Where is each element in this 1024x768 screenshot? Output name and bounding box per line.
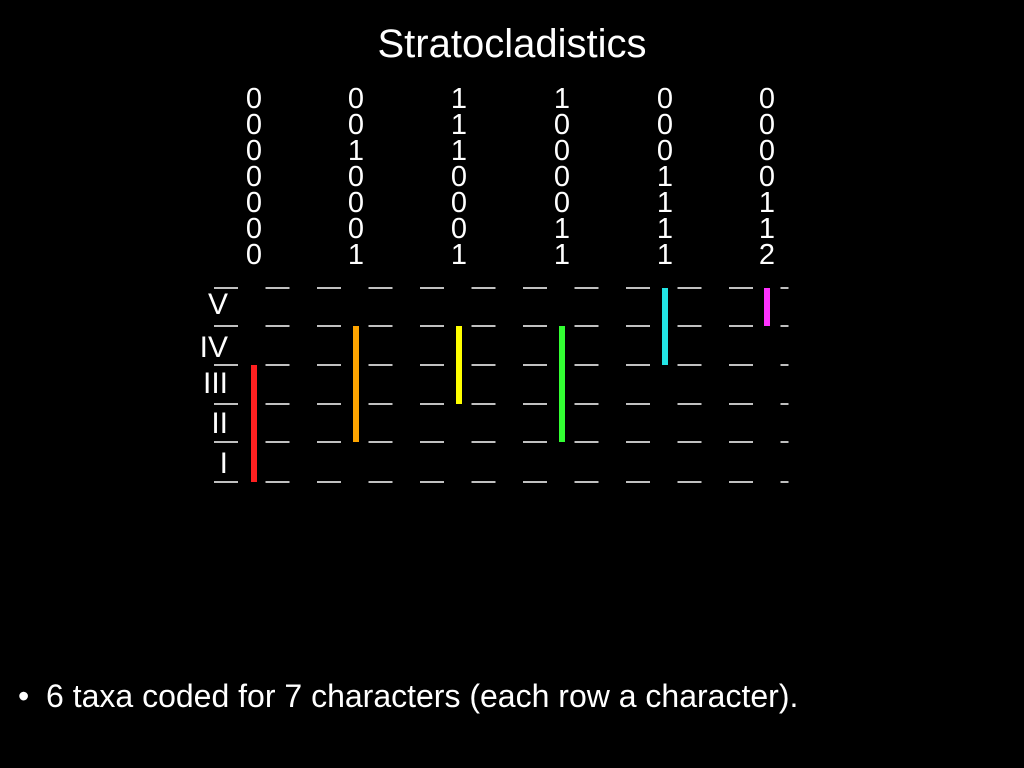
slide-title: Stratocladistics — [377, 22, 647, 66]
stratigraphic-level-label: I — [219, 447, 228, 480]
matrix-cell: 1 — [450, 239, 468, 271]
matrix-cell: 0 — [245, 161, 263, 193]
bullet-point: • 6 taxa coded for 7 characters (each row… — [18, 676, 798, 716]
matrix-cell: 0 — [758, 83, 776, 115]
matrix-cell: 1 — [656, 239, 674, 271]
matrix-cell: 1 — [347, 135, 365, 167]
matrix-cell: 0 — [245, 239, 263, 271]
stratigraphic-level-label: III — [202, 367, 228, 400]
stratigraphic-level-label: IV — [199, 331, 228, 364]
matrix-cell: 0 — [347, 109, 365, 141]
matrix-cell: 0 — [245, 213, 263, 245]
matrix-cell: 0 — [656, 83, 674, 115]
matrix-cell: 0 — [245, 135, 263, 167]
matrix-cell: 0 — [347, 161, 365, 193]
matrix-cell: 0 — [450, 161, 468, 193]
matrix-cell: 1 — [450, 109, 468, 141]
taxon-range-bar — [456, 326, 462, 404]
matrix-cell: 0 — [245, 109, 263, 141]
stratigraphic-level-label: II — [211, 407, 228, 440]
matrix-cell: 0 — [758, 109, 776, 141]
matrix-cell: 0 — [450, 187, 468, 219]
taxon-range-bar — [764, 288, 770, 326]
matrix-cell: 1 — [347, 239, 365, 271]
bullet-icon: • — [18, 678, 30, 714]
matrix-cell: 0 — [553, 135, 571, 167]
matrix-cell: 1 — [656, 187, 674, 219]
taxon-range-bar — [559, 326, 565, 442]
matrix-cell: 2 — [758, 239, 776, 271]
taxon-range-bar — [353, 326, 359, 442]
matrix-cell: 0 — [347, 83, 365, 115]
matrix-cell: 1 — [553, 213, 571, 245]
matrix-cell: 0 — [450, 213, 468, 245]
matrix-cell: 1 — [758, 187, 776, 219]
matrix-cell: 0 — [347, 187, 365, 219]
matrix-cell: 0 — [758, 161, 776, 193]
taxon-range-bar — [251, 365, 257, 482]
matrix-cell: 1 — [656, 213, 674, 245]
matrix-cell: 1 — [450, 135, 468, 167]
matrix-cell: 0 — [347, 213, 365, 245]
matrix-cell: 0 — [553, 109, 571, 141]
matrix-cell: 1 — [553, 239, 571, 271]
matrix-cell: 1 — [553, 83, 571, 115]
matrix-cell: 0 — [553, 161, 571, 193]
matrix-cell: 0 — [245, 187, 263, 219]
bullet-text: 6 taxa coded for 7 characters (each row … — [46, 678, 799, 714]
matrix-cell: 1 — [758, 213, 776, 245]
stratigraphic-level-label: V — [207, 288, 228, 321]
matrix-cell: 0 — [656, 135, 674, 167]
matrix-cell: 0 — [553, 187, 571, 219]
matrix-cell: 1 — [450, 83, 468, 115]
matrix-cell: 0 — [758, 135, 776, 167]
matrix-cell: 0 — [245, 83, 263, 115]
taxon-range-bar — [662, 288, 668, 365]
matrix-cell: 1 — [656, 161, 674, 193]
matrix-cell: 0 — [656, 109, 674, 141]
